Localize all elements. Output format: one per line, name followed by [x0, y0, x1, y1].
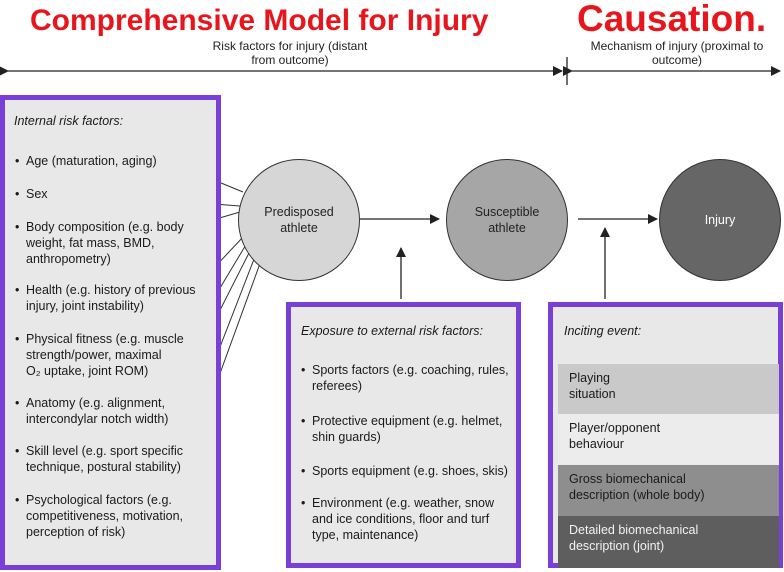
inciting-row-detailed-biomechanical: Detailed biomechanical description (join…: [558, 516, 779, 568]
bullet-icon: •: [15, 283, 20, 297]
bullet-icon: •: [301, 496, 306, 510]
susceptible-athlete-node: Susceptible athlete: [446, 159, 568, 281]
list-item: • Age (maturation, aging): [15, 154, 157, 168]
bullet-icon: •: [301, 464, 306, 478]
bullet-icon: •: [15, 220, 20, 234]
list-item: • Environment (e.g. weather, snow and ic…: [301, 496, 495, 542]
inciting-row-gross-biomechanical: Gross biomechanical description (whole b…: [558, 465, 779, 516]
external-panel-title: Exposure to external risk factors:: [301, 324, 484, 338]
inciting-panel-title: Inciting event:: [564, 324, 642, 338]
mechanism-header: Mechanism of injury (proximal to outcome…: [590, 39, 764, 67]
bullet-icon: •: [15, 154, 20, 168]
page-title-emphasis: Causation.: [577, 0, 767, 39]
inciting-event-panel: Inciting event: Playing situation Player…: [548, 302, 783, 568]
list-item: • Health (e.g. history of previous injur…: [15, 283, 196, 313]
bullet-icon: •: [15, 332, 20, 346]
list-item: • Psychological factors (e.g. competitiv…: [15, 493, 184, 539]
list-item: • Skill level (e.g. sport specific techn…: [15, 444, 184, 474]
bullet-icon: •: [301, 363, 306, 377]
bullet-icon: •: [15, 444, 20, 458]
timeline-axis: [0, 57, 781, 85]
list-item: • Sports equipment (e.g. shoes, skis): [301, 464, 508, 478]
page-title-main: Comprehensive Model for Injury: [30, 4, 489, 37]
internal-panel-title: Internal risk factors:: [14, 114, 124, 128]
internal-risk-factors-panel: Internal risk factors: • Age (maturation…: [0, 95, 221, 570]
list-item: • Protective equipment (e.g. helmet, shi…: [301, 414, 503, 444]
risk-factors-header: Risk factors for injury (distant from ou…: [212, 39, 368, 67]
list-item: • Sex: [15, 187, 48, 201]
external-risk-factors-panel: Exposure to external risk factors: • Spo…: [286, 302, 521, 568]
inciting-row-playing-situation: Playing situation: [558, 364, 779, 414]
bullet-icon: •: [301, 414, 306, 428]
list-item: • Body composition (e.g. body weight, fa…: [15, 220, 184, 266]
list-item: • Sports factors (e.g. coaching, rules, …: [301, 363, 509, 393]
injury-node: Injury: [659, 159, 781, 281]
bullet-icon: •: [15, 187, 20, 201]
bullet-icon: •: [15, 396, 20, 410]
inciting-row-player-behaviour: Player/opponent behaviour: [558, 414, 779, 465]
list-item: • Physical fitness (e.g. muscle strength…: [15, 332, 184, 378]
predisposed-athlete-node: Predisposed athlete: [238, 159, 360, 281]
bullet-icon: •: [15, 493, 20, 507]
list-item: • Anatomy (e.g. alignment, intercondylar…: [15, 396, 169, 426]
